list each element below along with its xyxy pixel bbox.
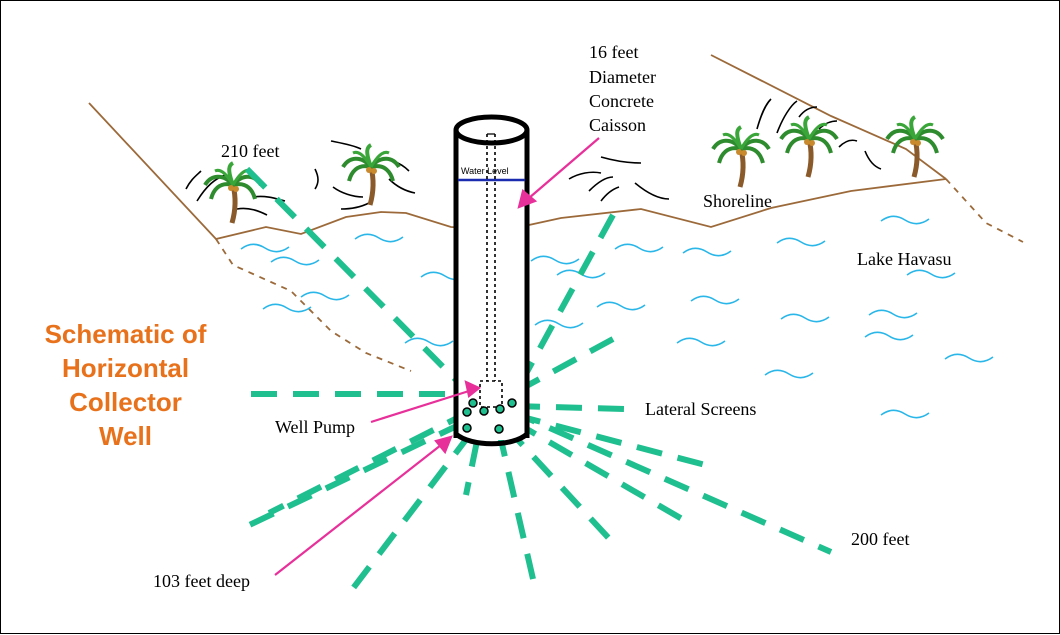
caisson-label-line-1: 16 feet — [589, 42, 638, 62]
length-210-label: 210 feet — [221, 141, 279, 161]
caisson-label-line-4: Caisson — [589, 115, 646, 135]
lateral — [514, 412, 714, 470]
text-labels: 16 feet Diameter Concrete Caisson 210 fe… — [153, 42, 951, 591]
water-waves — [240, 215, 994, 419]
title-line-3: Collector — [69, 387, 182, 417]
depth-label: 103 feet deep — [153, 571, 250, 591]
title-line-4: Well — [99, 421, 152, 451]
caisson-label-line-2: Diameter — [589, 67, 656, 87]
lateral — [496, 430, 536, 580]
lateral-screens-label: Lateral Screens — [645, 399, 756, 419]
title-line-2: Horizontal — [61, 353, 190, 383]
title-line-1: Schematic of — [44, 319, 207, 349]
lateral — [348, 431, 474, 593]
lateral — [463, 440, 480, 496]
water-level-label: Water Level — [461, 166, 509, 176]
caisson-label-line-3: Concrete — [589, 91, 654, 111]
lateral-screens — [239, 166, 833, 593]
shoreline-label: Shoreline — [703, 191, 772, 211]
lake-label: Lake Havasu — [857, 249, 951, 269]
concrete-caisson: Water Level — [453, 114, 530, 447]
well-pump-label: Well Pump — [275, 417, 355, 437]
depth-arrow — [274, 444, 442, 576]
lateral-200-feet — [509, 408, 833, 555]
lateral — [519, 336, 615, 392]
lateral — [511, 418, 691, 526]
lateral — [267, 408, 473, 516]
lateral-210-feet — [244, 166, 472, 396]
lateral — [513, 403, 626, 412]
length-200-label: 200 feet — [851, 529, 909, 549]
well-pump-arrow — [370, 389, 470, 424]
pointer-arrows — [274, 137, 600, 576]
diagram-title: Schematic of Horizontal Collector Well — [23, 317, 228, 453]
ground-outline — [88, 54, 1024, 372]
hill-strokes — [185, 98, 882, 216]
lateral — [502, 423, 619, 549]
caisson-arrow — [528, 137, 600, 199]
